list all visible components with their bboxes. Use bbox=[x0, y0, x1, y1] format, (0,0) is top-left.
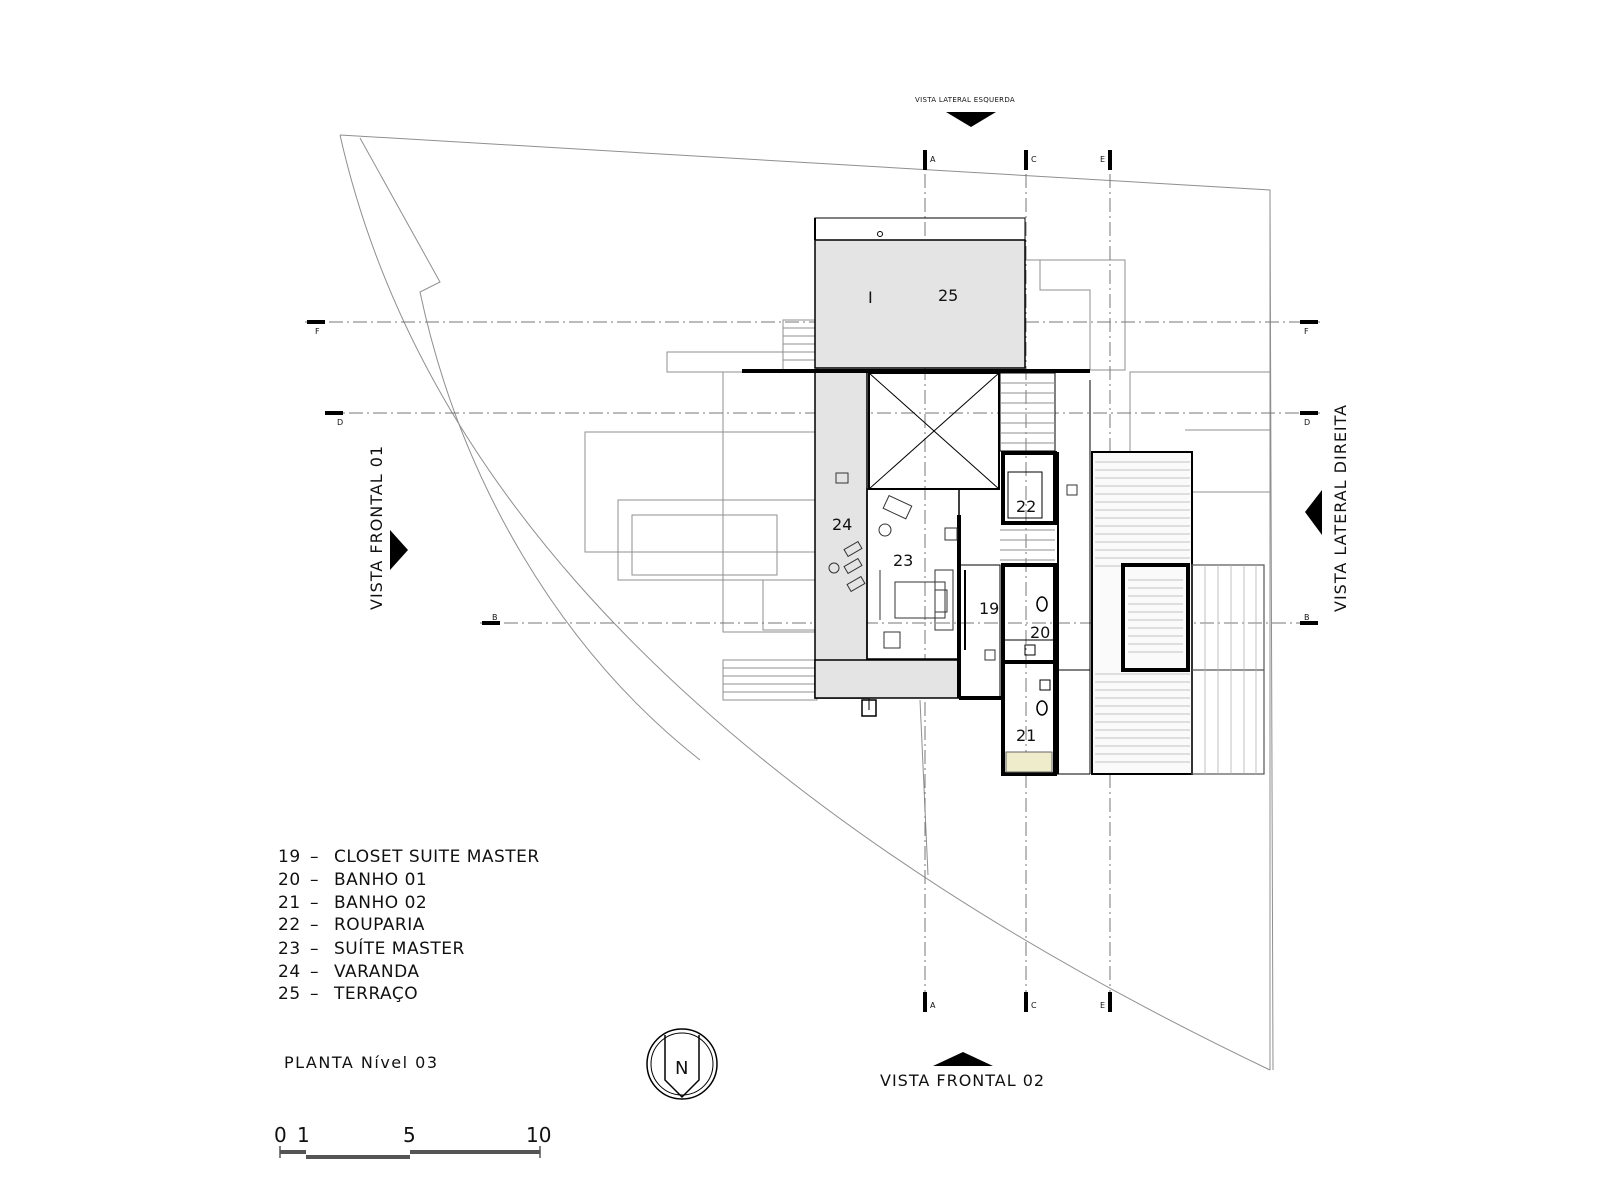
room-label-22: 22 bbox=[1016, 497, 1036, 516]
axis-label-e-top: E bbox=[1100, 155, 1105, 164]
terrace-25 bbox=[814, 239, 1026, 369]
room-label-21: 21 bbox=[1016, 726, 1036, 745]
north-arrow-letter: N bbox=[675, 1058, 688, 1079]
skylight-hatching bbox=[1128, 579, 1183, 653]
view-marker-top: VISTA LATERAL ESQUERDA bbox=[915, 96, 1015, 127]
site-boundary bbox=[339, 134, 1274, 1071]
axis-label-b-left: B bbox=[492, 613, 498, 622]
legend-name-22: ROUPARIA bbox=[334, 915, 425, 935]
axis-label-a-top: A bbox=[930, 155, 936, 164]
room-label-25: 25 bbox=[938, 286, 958, 305]
varanda-24-bottom bbox=[814, 659, 961, 699]
drawing-title: PLANTA Nível 03 bbox=[284, 1053, 439, 1072]
axis-label-c-bottom: C bbox=[1031, 1001, 1037, 1010]
view-label-top: VISTA LATERAL ESQUERDA bbox=[915, 96, 1015, 104]
legend-num-20: 20 bbox=[278, 870, 301, 890]
room-label-24: 24 bbox=[832, 515, 852, 534]
varanda-24 bbox=[814, 369, 868, 699]
view-marker-bottom: VISTA FRONTAL 02 bbox=[880, 1052, 1045, 1090]
legend-name-23: SUÍTE MASTER bbox=[334, 937, 465, 959]
suite-furniture bbox=[878, 494, 958, 649]
room-label-19: 19 bbox=[979, 599, 999, 618]
scale-bar: 0 1 5 10 bbox=[274, 1123, 551, 1159]
legend-name-21: BANHO 02 bbox=[334, 893, 427, 913]
view-marker-left: VISTA FRONTAL 01 bbox=[367, 445, 408, 610]
scale-label-5: 5 bbox=[403, 1123, 416, 1147]
axis-label-d-right: D bbox=[1304, 418, 1310, 427]
north-arrow-icon: N bbox=[646, 1028, 718, 1100]
legend-name-24: VARANDA bbox=[334, 962, 420, 982]
legend-num-21: 21 bbox=[278, 893, 301, 913]
view-label-right: VISTA LATERAL DIREITA bbox=[1331, 404, 1350, 612]
stair-treads bbox=[1000, 382, 1055, 561]
legend-name-19: CLOSET SUITE MASTER bbox=[334, 847, 540, 867]
axis-label-c-top: C bbox=[1031, 155, 1037, 164]
axis-markers bbox=[307, 150, 1318, 1012]
building-plan bbox=[742, 217, 1265, 776]
scale-label-0: 0 bbox=[274, 1123, 287, 1147]
axis-label-f-right: F bbox=[1304, 327, 1309, 336]
legend-sep-24: – bbox=[310, 962, 319, 982]
axis-labels: A C E A C E F F D D B B bbox=[315, 155, 1310, 1010]
axis-label-b-right: B bbox=[1304, 613, 1310, 622]
axis-label-a-bottom: A bbox=[930, 1001, 936, 1010]
room-label-20: 20 bbox=[1030, 623, 1050, 642]
legend-num-25: 25 bbox=[278, 984, 301, 1004]
view-label-bottom: VISTA FRONTAL 02 bbox=[880, 1071, 1045, 1090]
legend-num-24: 24 bbox=[278, 962, 301, 982]
axis-label-f-left: F bbox=[315, 327, 320, 336]
legend-sep-22: – bbox=[310, 915, 319, 935]
legend-num-19: 19 bbox=[278, 847, 301, 867]
legend-num-23: 23 bbox=[278, 939, 301, 959]
legend-name-25: TERRAÇO bbox=[333, 984, 418, 1004]
view-label-left: VISTA FRONTAL 01 bbox=[367, 445, 386, 610]
room-label-23: 23 bbox=[893, 551, 913, 570]
legend: 19 – CLOSET SUITE MASTER 20 – BANHO 01 2… bbox=[278, 847, 540, 1004]
varanda-furniture bbox=[828, 472, 1078, 661]
room-labels: 25 I 24 23 22 19 20 21 bbox=[832, 286, 1050, 745]
legend-sep-23: – bbox=[310, 939, 319, 959]
legend-num-22: 22 bbox=[278, 915, 301, 935]
deck-hatching bbox=[1095, 461, 1190, 763]
room-mark-i: I bbox=[868, 288, 873, 307]
scale-label-1: 1 bbox=[297, 1123, 310, 1147]
legend-sep-25: – bbox=[310, 984, 319, 1004]
axis-label-d-left: D bbox=[337, 418, 343, 427]
axis-label-e-bottom: E bbox=[1100, 1001, 1105, 1010]
legend-sep-21: – bbox=[310, 893, 319, 913]
legend-sep-20: – bbox=[310, 870, 319, 890]
legend-name-20: BANHO 01 bbox=[334, 870, 427, 890]
scale-label-10: 10 bbox=[526, 1123, 551, 1147]
view-marker-right: VISTA LATERAL DIREITA bbox=[1305, 404, 1350, 612]
legend-sep-19: – bbox=[310, 847, 319, 867]
